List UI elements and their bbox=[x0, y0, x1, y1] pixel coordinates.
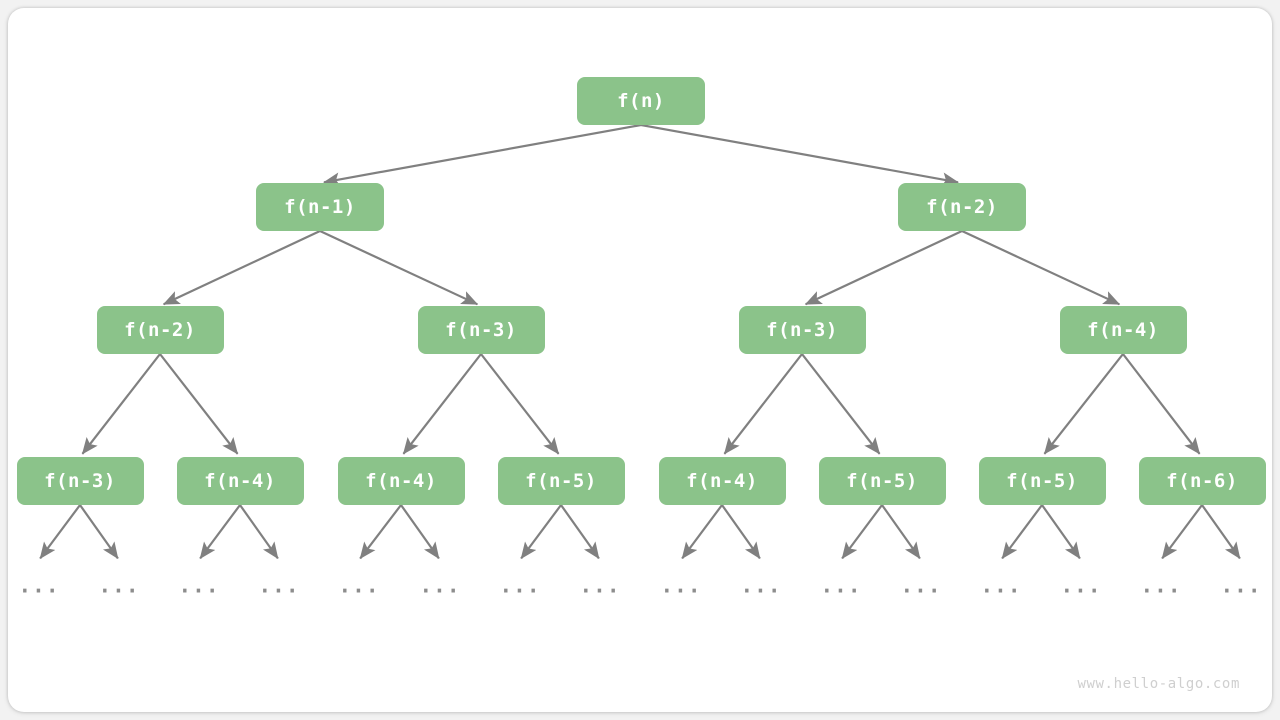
tree-node-n4: f(n-3) bbox=[417, 306, 545, 354]
ellipsis-12: ... bbox=[980, 573, 1022, 598]
ellipsis-11: ... bbox=[900, 573, 942, 598]
tree-node-n5: f(n-3) bbox=[738, 306, 866, 354]
tree-node-n9: f(n-4) bbox=[337, 457, 465, 505]
ellipsis-4: ... bbox=[338, 573, 380, 598]
tree-node-n7: f(n-3) bbox=[16, 457, 144, 505]
tree-node-n10: f(n-5) bbox=[497, 457, 625, 505]
ellipsis-10: ... bbox=[820, 573, 862, 598]
watermark: www.hello-algo.com bbox=[1077, 676, 1240, 692]
ellipsis-0: ... bbox=[18, 573, 60, 598]
ellipsis-8: ... bbox=[660, 573, 702, 598]
ellipsis-2: ... bbox=[178, 573, 220, 598]
ellipsis-14: ... bbox=[1140, 573, 1182, 598]
ellipsis-1: ... bbox=[98, 573, 140, 598]
tree-node-n13: f(n-5) bbox=[978, 457, 1106, 505]
tree-node-n12: f(n-5) bbox=[818, 457, 946, 505]
tree-node-n1: f(n-1) bbox=[256, 183, 384, 231]
ellipsis-7: ... bbox=[579, 573, 621, 598]
ellipsis-6: ... bbox=[499, 573, 541, 598]
ellipsis-5: ... bbox=[419, 573, 461, 598]
tree-node-n0: f(n) bbox=[577, 77, 705, 125]
tree-node-n11: f(n-4) bbox=[658, 457, 786, 505]
tree-node-n2: f(n-2) bbox=[898, 183, 1026, 231]
ellipsis-3: ... bbox=[258, 573, 300, 598]
tree-node-n14: f(n-6) bbox=[1138, 457, 1266, 505]
ellipsis-13: ... bbox=[1060, 573, 1102, 598]
tree-node-n8: f(n-4) bbox=[176, 457, 304, 505]
tree-node-n6: f(n-4) bbox=[1059, 306, 1187, 354]
ellipsis-15: ... bbox=[1220, 573, 1262, 598]
ellipsis-9: ... bbox=[740, 573, 782, 598]
tree-node-n3: f(n-2) bbox=[96, 306, 224, 354]
